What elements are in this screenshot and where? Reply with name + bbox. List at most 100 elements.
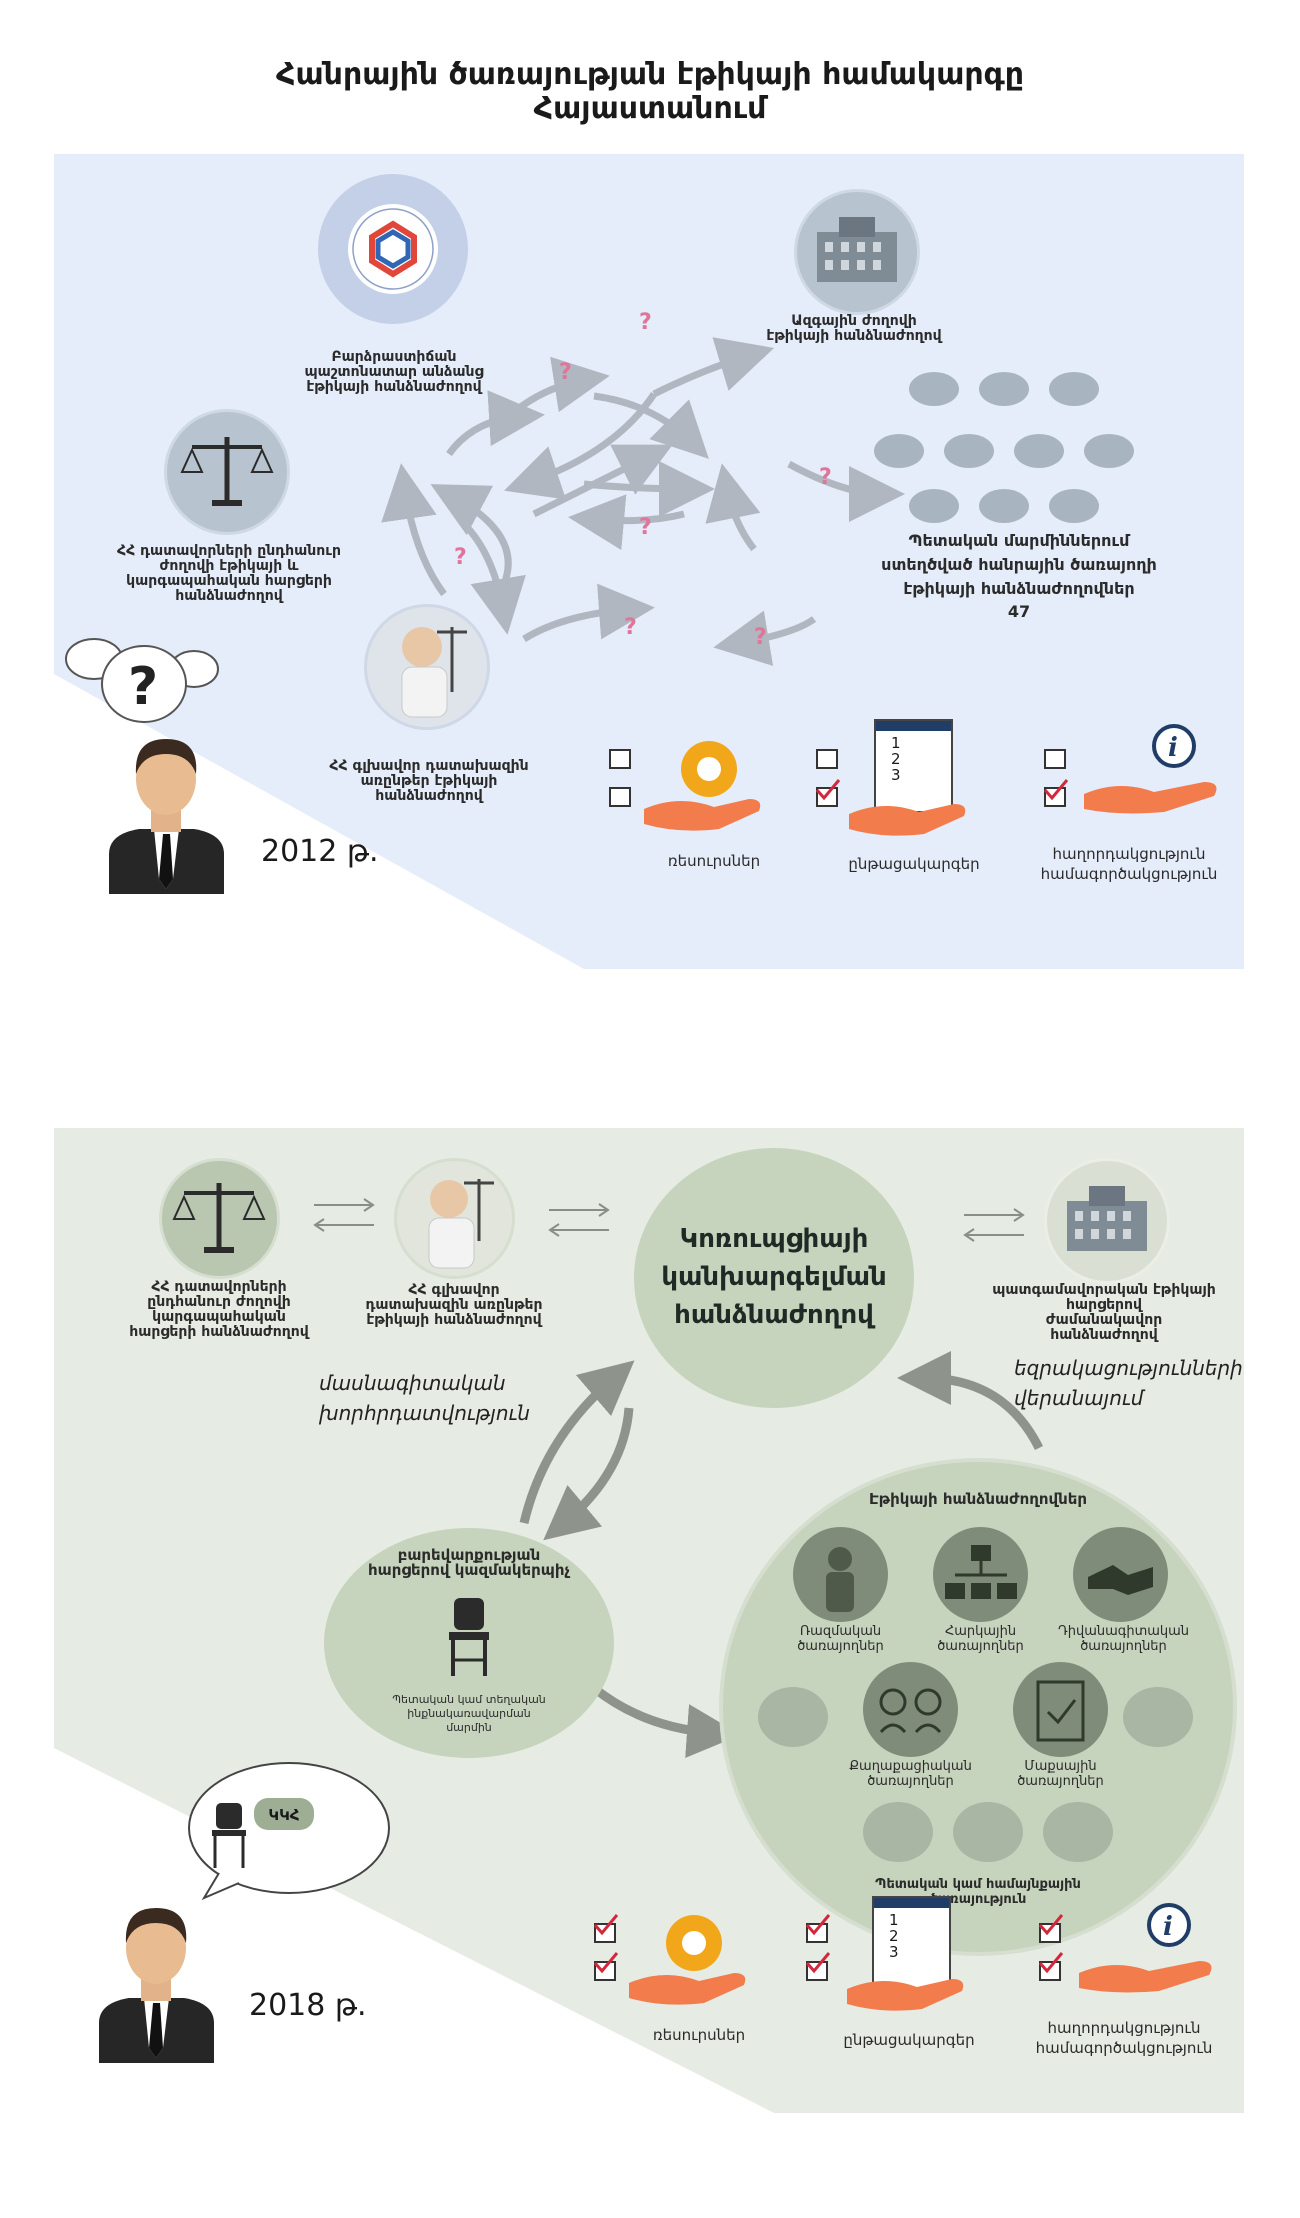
org-chart-icon — [933, 1527, 1028, 1622]
building-icon — [1067, 1186, 1147, 1251]
state-body-icon — [979, 489, 1029, 523]
procedures-label-2018: ընթացակարգեր — [843, 2031, 975, 2049]
question-icon: ? — [454, 545, 467, 570]
report-review-label: եզրակացությունների վերանայում — [1014, 1356, 1243, 1410]
state-bodies-label: Պետական մարմիններում ստեղծված հանրային ծ… — [881, 531, 1157, 598]
public-service-label: Պետական կամ համայնքային ծառայություն — [875, 1877, 1081, 1907]
panel-2018: ՀՀ դատավորների ընդհանուր ժողովի կարգապահ… — [54, 1128, 1244, 2113]
coordination-graphic: i — [1079, 1903, 1212, 1993]
coordinator-circle: բարեվարքության հարցերով կազմակերպիչ Պետա… — [324, 1528, 614, 1758]
check-mark — [805, 1914, 831, 1936]
checklist-numbers-2018: 1 2 3 — [889, 1911, 899, 1961]
arrow — [591, 1684, 741, 1759]
question-icon: ? — [559, 360, 572, 385]
prosecutor-circle — [364, 604, 490, 730]
check-mark — [1038, 1952, 1064, 1974]
checkbox-icon — [609, 749, 631, 769]
state-body-icon — [1049, 372, 1099, 406]
placeholder-circle — [1043, 1802, 1113, 1862]
chair-icon — [212, 1803, 246, 1868]
question-icon: ? — [639, 515, 652, 540]
info-icon: i — [1147, 1903, 1191, 1947]
checkbox-icon — [816, 787, 838, 807]
question-icon: ? — [639, 310, 652, 335]
title-line-2: Հայաստանում — [533, 91, 767, 126]
question-icon: ? — [819, 465, 832, 490]
exchange-arrows — [313, 1198, 375, 1232]
arrow — [787, 460, 905, 522]
handshake-icon — [1073, 1527, 1168, 1622]
anticorruption-commission-label: Կոռուպցիայի կանխարգելման հանձնաժողով — [661, 1224, 887, 1330]
flow-arrows — [519, 1351, 1044, 1759]
resources-graphic — [644, 741, 761, 831]
resources-label: ռեսուրսներ — [667, 852, 761, 870]
top-official-label: Բարձրաստիճան պաշտոնատար անձանց էթիկայի հ… — [304, 349, 484, 395]
exchange-arrows — [548, 1203, 610, 1237]
arrow — [506, 356, 610, 419]
arrow — [461, 521, 526, 635]
state-bodies-count: 47 — [1007, 602, 1031, 621]
ethics-committees-circle: Էթիկայի հանձնաժողովներ Ռազմական ծառայողն… — [719, 1458, 1237, 1956]
arrow — [713, 610, 817, 666]
clipboard-check-icon — [1013, 1662, 1108, 1757]
exchange-arrows — [963, 1208, 1025, 1242]
title-line-1: Հանրային ծառայության էթիկայի համակարգը — [275, 57, 1025, 92]
hand-icon — [849, 804, 966, 836]
state-body-icon — [944, 434, 994, 468]
national-assembly-circle — [794, 189, 920, 315]
judges-general-circle — [164, 409, 290, 535]
state-body-icon — [1084, 434, 1134, 468]
arrow — [430, 484, 512, 586]
coordinator-title: բարեվարքության հարցերով կազմակերպիչ — [368, 1546, 570, 1579]
check-mark — [593, 1914, 619, 1936]
arrow — [652, 337, 775, 398]
scales-icon — [172, 1183, 266, 1253]
prosecutor-label: ՀՀ գլխավոր դատախազին առընթեր էթիկայի հան… — [329, 758, 529, 804]
state-body-icon — [874, 434, 924, 468]
placeholder-circle — [953, 1802, 1023, 1862]
arrow — [381, 463, 447, 597]
check-mark — [593, 1952, 619, 1974]
state-body-icon — [1049, 489, 1099, 523]
diplomatic-label: Դիվանագիտական ծառայողներ — [1057, 1624, 1190, 1654]
prosecutor-label-2018: ՀՀ գլխավոր դատախազին առընթեր էթիկայի հան… — [365, 1282, 543, 1328]
judges-general-circle — [159, 1158, 280, 1279]
arrow — [532, 444, 673, 518]
svg-text:i: i — [1163, 1912, 1173, 1942]
arrow — [504, 392, 657, 500]
state-body-icon — [909, 489, 959, 523]
coordination-label: հաղորդակցություն համագործակցություն — [1040, 845, 1218, 883]
arrow — [705, 463, 761, 552]
military-label: Ռազմական ծառայողներ — [797, 1624, 884, 1654]
chair-icon — [449, 1598, 489, 1676]
state-body-icon — [1014, 434, 1064, 468]
judges-general-label-2018: ՀՀ դատավորների ընդհանուր ժողովի կարգապահ… — [129, 1279, 309, 1340]
tax-label: Հարկային ծառայողներ — [937, 1624, 1024, 1654]
judge-icon — [401, 627, 467, 718]
svg-text:i: i — [1168, 733, 1178, 763]
resources-label-2018: ռեսուրսներ — [652, 2026, 746, 2044]
gear-icon — [666, 1915, 722, 1971]
question-icon: ? — [624, 615, 637, 640]
anticorruption-commission-circle: Կոռուպցիայի կանխարգելման հանձնաժողով — [634, 1148, 914, 1408]
arrow — [897, 1351, 1044, 1451]
checklist-icon: 1 2 3 — [874, 719, 953, 813]
page-title: Հանրային ծառայության էթիկայի համակարգը Հ… — [0, 58, 1300, 126]
person-icon — [109, 739, 224, 894]
checkbox-icon — [1044, 749, 1066, 769]
arrow — [522, 583, 655, 642]
people-exchange-icon — [863, 1662, 958, 1757]
kkh-label: ԿԿՀ — [268, 1806, 300, 1824]
building-icon — [817, 217, 897, 282]
arrow-network: ? ? ? ? ? ? ? — [381, 310, 905, 666]
scales-icon — [180, 437, 274, 506]
prosecutor-circle — [394, 1158, 515, 1279]
judges-general-label: ՀՀ դատավորների ընդհանուր ժողովի էթիկայի … — [117, 543, 341, 604]
gear-icon — [681, 741, 737, 797]
placeholder-circle — [863, 1802, 933, 1862]
arrow — [583, 460, 715, 517]
placeholder-circle — [758, 1687, 828, 1747]
check-mark — [805, 1952, 831, 1974]
checkbox-icon — [609, 787, 631, 807]
arrow — [446, 390, 545, 457]
